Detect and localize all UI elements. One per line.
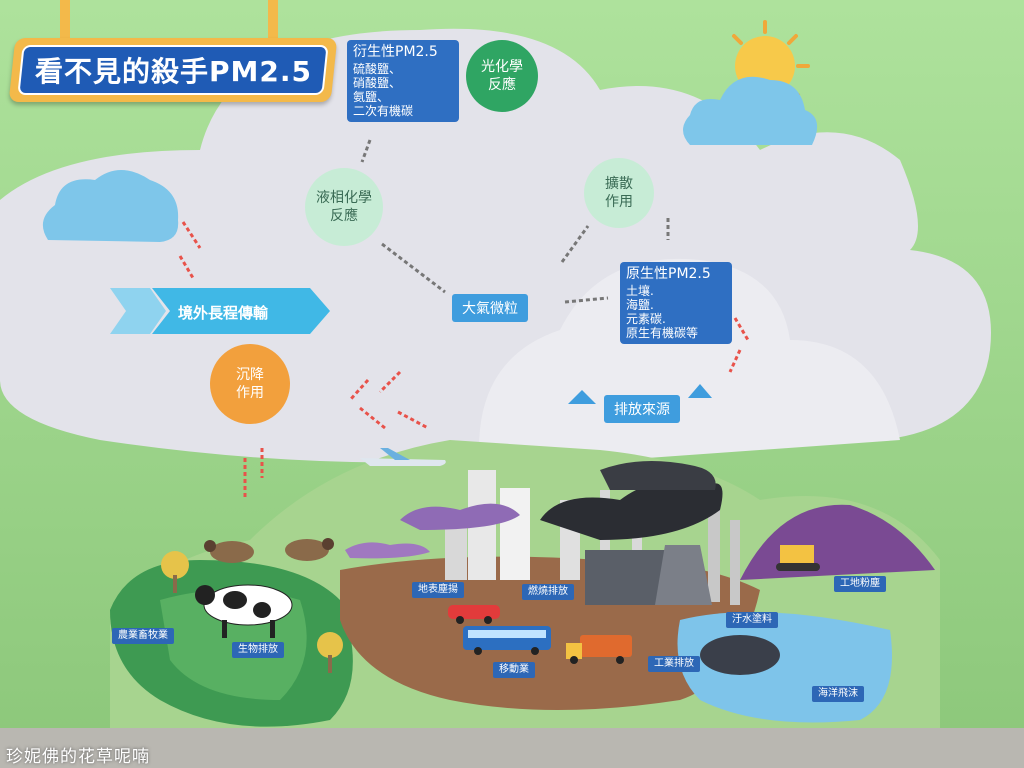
cloud-icon-left	[42, 170, 179, 242]
secondary-pm25-box: 衍生性PM2.5 硫酸鹽、 硝酸鹽、 氨鹽、 二次有機碳	[347, 40, 459, 122]
primary-line: 土壤.	[626, 284, 654, 298]
primary-line: 原生有機碳等	[626, 326, 699, 340]
label-agriculture: 農業畜牧業	[112, 628, 174, 644]
label-sea-spray: 海洋飛沫	[812, 686, 864, 702]
truck-icon	[566, 635, 632, 664]
dust-cloud-small	[345, 542, 430, 559]
label-mobile: 移動業	[493, 662, 535, 678]
cow-icon	[195, 584, 293, 638]
title-plaque: 看不見的殺手PM2.5	[8, 38, 338, 102]
car-icon	[448, 605, 500, 624]
sheep-icon	[204, 538, 334, 563]
airplane-icon	[360, 448, 446, 466]
secondary-pm25-heading: 衍生性PM2.5	[353, 44, 438, 60]
primary-line: 海鹽.	[626, 298, 654, 312]
particles-label: 大氣微粒	[452, 294, 528, 322]
cloud-icon-sun	[683, 76, 818, 145]
secondary-line: 硝酸鹽、	[353, 76, 402, 90]
deposition-circle: 沉降作用	[210, 344, 290, 424]
floor	[0, 728, 1024, 768]
label-industrial: 工業排放	[648, 656, 700, 672]
page-title: 看不見的殺手PM2.5	[34, 55, 312, 88]
transport-ribbon	[152, 288, 330, 334]
bulldozer-icon	[776, 545, 820, 571]
ribbon-chevron-left	[110, 288, 166, 334]
secondary-line: 硫酸鹽、	[353, 62, 402, 76]
label-dust: 地表塵揚	[412, 582, 464, 598]
emission-arrow-right	[688, 384, 712, 398]
arrows-interaction	[360, 139, 670, 304]
photochemical-circle: 光化學反應	[466, 40, 538, 112]
primary-pm25-heading: 原生性PM2.5	[626, 266, 711, 282]
emission-arrow-left	[568, 390, 596, 404]
watermark: 珍妮佛的花草呢喃	[6, 747, 150, 767]
label-combustion: 燃燒排放	[522, 584, 574, 600]
secondary-line: 氨鹽、	[353, 90, 390, 104]
arrows-deposition	[178, 221, 750, 498]
emission-source-label: 排放來源	[604, 395, 680, 423]
label-biological: 生物排放	[232, 642, 284, 658]
hanger-right	[268, 0, 278, 40]
secondary-line: 二次有機碳	[353, 104, 414, 118]
label-paint: 汙水塗料	[726, 612, 778, 628]
primary-line: 元素碳.	[626, 312, 666, 326]
primary-pm25-box: 原生性PM2.5 土壤. 海鹽. 元素碳. 原生有機碳等	[620, 262, 732, 344]
tree-icon	[161, 551, 343, 673]
bus-icon	[463, 626, 551, 655]
dust-cloud	[400, 503, 520, 530]
label-construction: 工地粉塵	[834, 576, 886, 592]
transport-label: 境外長程傳輸	[178, 304, 269, 322]
diffusion-circle: 擴散作用	[584, 158, 654, 228]
factory-icon	[540, 461, 740, 605]
sewage-pool	[700, 635, 780, 675]
cloud-lobe	[479, 258, 900, 470]
hanger-left	[60, 0, 70, 40]
liquid-phase-circle: 液相化學反應	[305, 168, 383, 246]
